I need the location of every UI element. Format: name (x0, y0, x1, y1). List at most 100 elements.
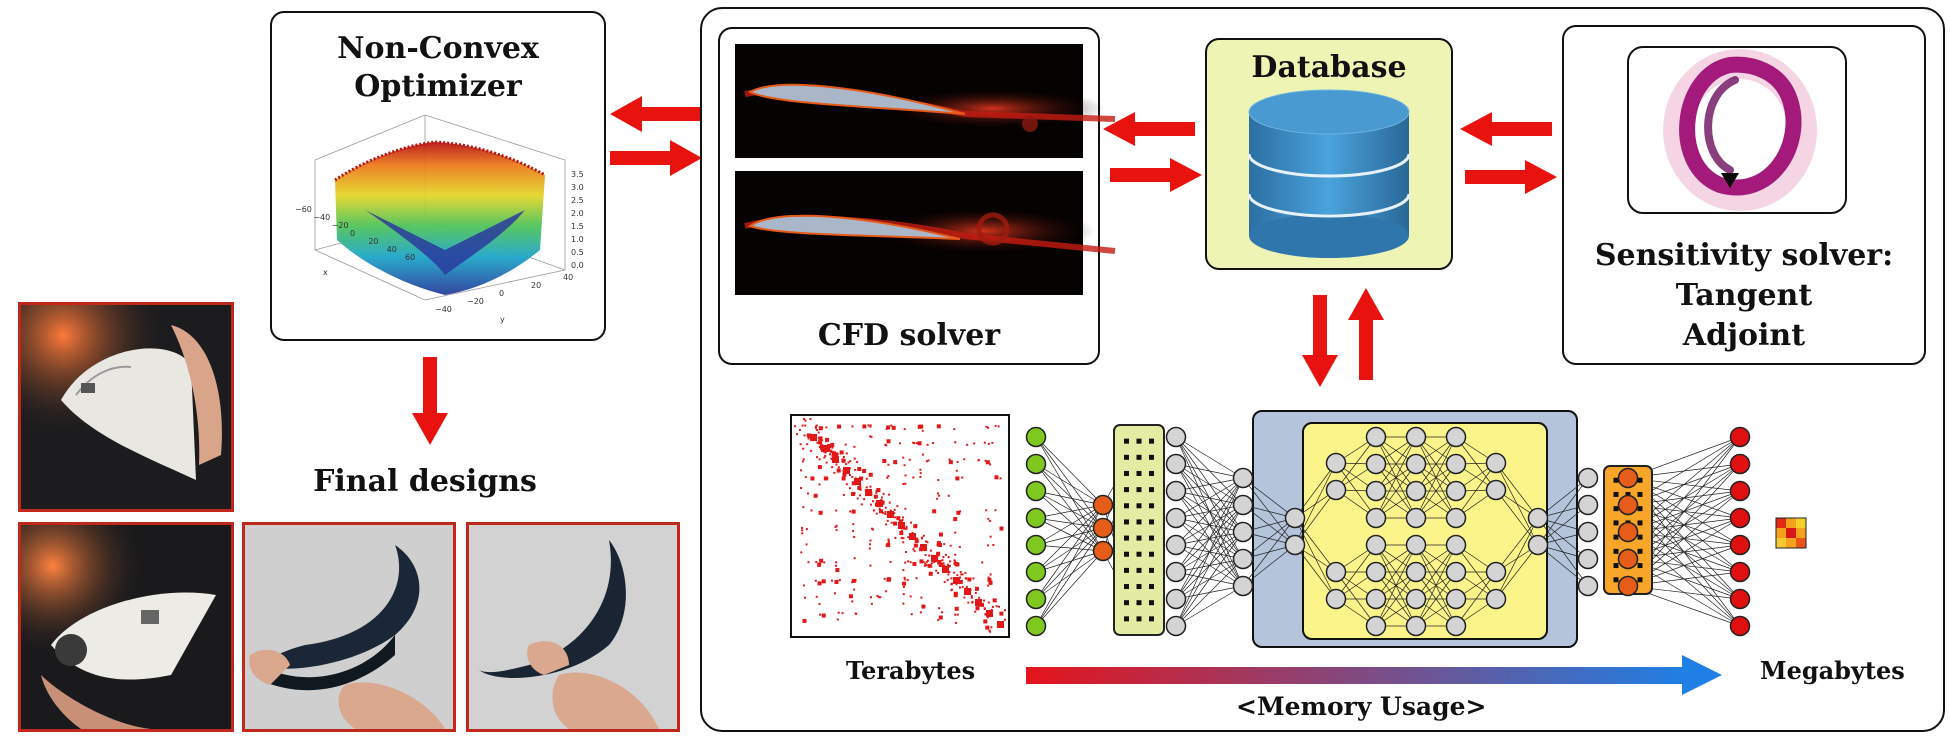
matrix-entry (902, 537, 905, 540)
matrix-entry (818, 603, 821, 606)
matrix-entry (816, 441, 819, 444)
matrix-entry (985, 509, 988, 512)
matrix-entry (953, 571, 956, 574)
matrix-entry (947, 573, 950, 576)
nn-hidden-node (1577, 521, 1599, 543)
matrix-entry (823, 456, 826, 459)
layer-cell (1637, 563, 1643, 569)
arrow-icon-nn-to-db (1348, 288, 1384, 380)
matrix-entry (929, 549, 932, 552)
matrix-entry (902, 585, 905, 588)
matrix-entry (942, 556, 945, 559)
matrix-entry (831, 466, 834, 469)
nn-connection (1035, 517, 1104, 529)
layer-cell (1124, 519, 1129, 525)
matrix-entry (953, 562, 956, 565)
nn-input-node (1025, 561, 1047, 583)
matrix-entry (912, 441, 915, 444)
nn-hidden-node (1325, 561, 1347, 583)
matrix-entry (801, 460, 804, 463)
matrix-entry (818, 458, 821, 461)
matrix-entry (902, 456, 905, 459)
nn-hidden-node (1365, 426, 1387, 448)
matrix-entry (906, 578, 909, 581)
nn-connection (1175, 585, 1244, 627)
matrix-entry (862, 468, 867, 473)
layer-cell (1136, 551, 1142, 557)
matrix-entry (909, 533, 916, 540)
layer-cell (1613, 520, 1619, 526)
matrix-entry (925, 460, 928, 463)
matrix-entry (887, 475, 890, 478)
matrix-entry (896, 505, 899, 508)
layer-cell (1149, 616, 1154, 622)
matrix-entry (844, 443, 847, 446)
matrix-entry (904, 507, 907, 510)
nn-latent-node (1092, 540, 1114, 562)
matrix-entry (953, 428, 956, 431)
matrix-entry (833, 471, 836, 474)
matrix-entry (803, 596, 806, 599)
matrix-entry (835, 463, 838, 466)
nn-hidden-node (1232, 521, 1254, 543)
matrix-entry (953, 517, 958, 522)
matrix-entry (834, 525, 837, 528)
matrix-entry (975, 606, 980, 611)
matrix-entry (873, 509, 876, 512)
matrix-entry (983, 599, 986, 602)
final-designs-title: Final designs (313, 464, 537, 499)
nn-connection (1415, 436, 1457, 492)
nn-hidden-node (1325, 479, 1347, 501)
matrix-entry (819, 613, 822, 616)
nn-hidden-node (1577, 494, 1599, 516)
y-axis-letter: y (500, 315, 505, 324)
matrix-entry (925, 540, 928, 543)
nn-hidden-node (1405, 507, 1427, 529)
arrow-icon-db-to-cfd (1103, 112, 1195, 146)
matrix-entry (987, 442, 990, 445)
matrix-entry (872, 500, 875, 503)
matrix-entry (869, 543, 872, 546)
nn-connection (1035, 504, 1104, 519)
matrix-entry (825, 426, 828, 429)
layer-cell (1149, 454, 1154, 460)
matrix-entry (958, 545, 961, 548)
nn-hidden-node (1445, 480, 1467, 502)
nn-hidden-node (1405, 534, 1427, 556)
database-title: Database (1251, 50, 1407, 85)
memory-usage-label: <Memory Usage> (1236, 692, 1487, 721)
nn-hidden-node (1165, 507, 1187, 529)
arrow-icon-left-to-optimizer (610, 96, 702, 132)
matrix-entry (950, 577, 953, 580)
matrix-entry (938, 607, 941, 610)
matrix-entry (852, 530, 855, 533)
matrix-entry (865, 477, 868, 480)
matrix-entry (842, 456, 845, 459)
matrix-entry (891, 425, 896, 430)
matrix-entry (938, 532, 943, 537)
matrix-entry (920, 596, 923, 599)
matrix-entry (886, 543, 891, 548)
matrix-entry (936, 497, 939, 500)
matrix-entry (862, 424, 867, 429)
matrix-entry (867, 424, 870, 427)
matrix-entry (847, 461, 850, 464)
matrix-entry (845, 463, 848, 466)
matrix-entry (803, 434, 806, 437)
nn-connection (1375, 463, 1417, 519)
nn-hidden-node (1284, 534, 1306, 556)
matrix-entry (876, 488, 881, 493)
surface-mesh (335, 142, 545, 295)
matrix-entry (869, 564, 872, 567)
heatmap-tile-icon (1775, 517, 1807, 549)
matrix-entry (800, 486, 803, 489)
layer-cell (1136, 487, 1142, 493)
matrix-entry (943, 543, 946, 546)
matrix-entry (947, 563, 950, 566)
matrix-entry (954, 531, 957, 534)
matrix-entry (843, 467, 850, 474)
matrix-entry (878, 509, 883, 514)
matrix-entry (936, 544, 939, 547)
x-tick-label: 0 (350, 229, 355, 238)
matrix-entry (876, 500, 883, 507)
